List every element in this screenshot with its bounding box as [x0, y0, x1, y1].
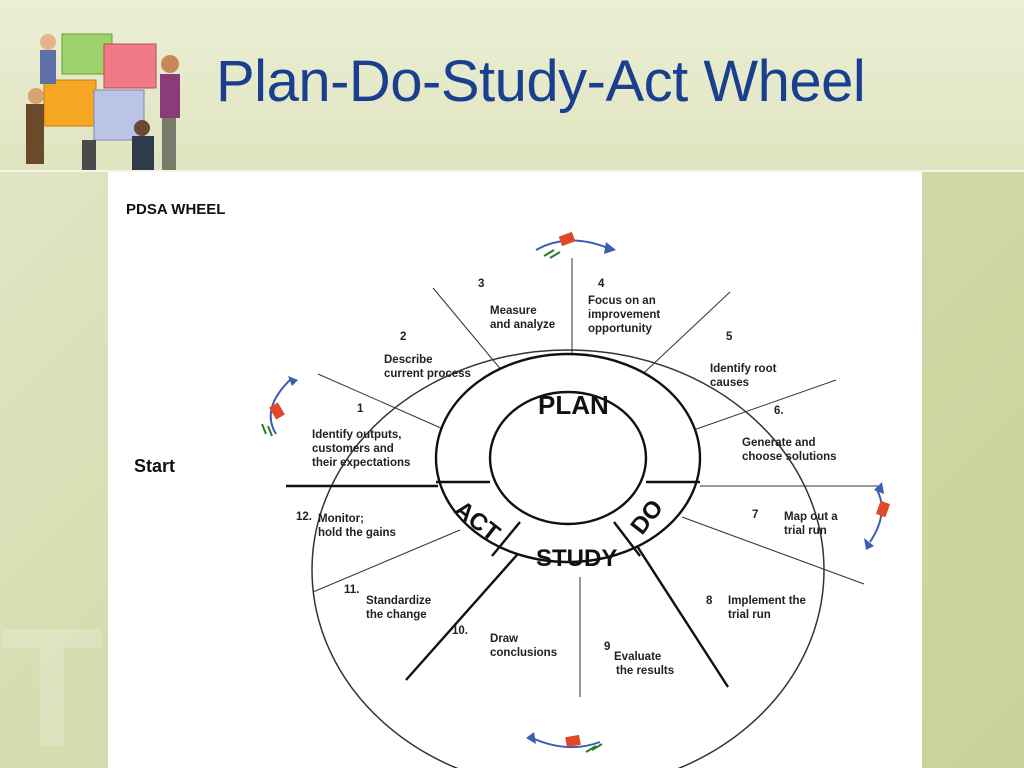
svg-text:choose solutions: choose solutions [742, 451, 837, 463]
pdsa-diagram-panel: PDSA WHEEL Start [108, 172, 922, 768]
step-4: 4 Focus on an improvement opportunity [588, 278, 660, 335]
svg-text:8: 8 [706, 595, 713, 607]
svg-text:and analyze: and analyze [490, 319, 555, 331]
step-9: 9 Evaluate the results [604, 641, 674, 677]
step-7: 7 Map out a trial run [752, 509, 838, 537]
svg-text:Measure: Measure [490, 305, 537, 317]
phase-plan: PLAN [538, 390, 609, 420]
svg-text:customers and: customers and [312, 443, 394, 455]
svg-text:Monitor;: Monitor; [318, 513, 364, 525]
step-10: 10. Draw conclusions [452, 625, 557, 659]
svg-text:Focus on an: Focus on an [588, 295, 656, 307]
svg-text:10.: 10. [452, 625, 468, 637]
svg-text:3: 3 [478, 278, 484, 290]
svg-text:2: 2 [400, 331, 406, 343]
svg-text:causes: causes [710, 377, 749, 389]
svg-text:conclusions: conclusions [490, 647, 557, 659]
start-label: Start [134, 456, 175, 476]
title-bar: Plan-Do-Study-Act Wheel [0, 0, 1024, 172]
step-5: 5 Identify root causes [710, 331, 777, 389]
svg-text:Identify root: Identify root [710, 363, 777, 375]
svg-text:6.: 6. [774, 405, 784, 417]
step-3: 3 Measure and analyze [478, 278, 555, 331]
svg-text:Generate and: Generate and [742, 437, 816, 449]
phase-ring-inner [488, 390, 648, 526]
direction-arrow-right [864, 482, 891, 550]
svg-text:their expectations: their expectations [312, 457, 410, 469]
puzzle-team-clipart [26, 33, 180, 170]
svg-text:the results: the results [616, 665, 674, 677]
slide-title: Plan-Do-Study-Act Wheel [216, 49, 866, 114]
step-2: 2 Describe current process [384, 331, 471, 380]
step-11: 11. Standardize the change [344, 584, 431, 621]
svg-text:Evaluate: Evaluate [614, 651, 661, 663]
step-8: 8 Implement the trial run [706, 595, 806, 621]
svg-text:Implement the: Implement the [728, 595, 806, 607]
phase-dividers [286, 484, 730, 688]
svg-text:12.: 12. [296, 511, 312, 523]
direction-arrow-left [261, 376, 298, 437]
svg-text:9: 9 [604, 641, 610, 653]
svg-text:1: 1 [357, 403, 364, 415]
svg-text:current process: current process [384, 368, 471, 380]
svg-text:5: 5 [726, 331, 733, 343]
svg-text:7: 7 [752, 509, 758, 521]
svg-text:4: 4 [598, 278, 605, 290]
step-12: 12. Monitor; hold the gains [296, 511, 396, 539]
direction-arrow-top [535, 231, 616, 259]
svg-text:hold the gains: hold the gains [318, 527, 396, 539]
svg-text:11.: 11. [344, 584, 359, 596]
svg-text:Map out a: Map out a [784, 511, 838, 523]
phase-study: STUDY [536, 545, 617, 572]
svg-text:opportunity: opportunity [588, 323, 652, 335]
svg-text:Standardize: Standardize [366, 595, 431, 607]
svg-text:improvement: improvement [588, 309, 660, 321]
step-6: 6. Generate and choose solutions [742, 405, 837, 463]
diagram-heading: PDSA WHEEL [126, 201, 225, 218]
step-1: 1 Identify outputs, customers and their … [312, 403, 410, 469]
svg-text:trial run: trial run [784, 525, 827, 537]
svg-text:trial run: trial run [728, 609, 771, 621]
svg-text:Draw: Draw [490, 633, 518, 645]
pdsa-wheel-diagram: PDSA WHEEL Start [126, 201, 891, 768]
svg-text:the change: the change [366, 609, 427, 621]
svg-text:Identify outputs,: Identify outputs, [312, 429, 401, 441]
direction-arrow-bottom [526, 732, 603, 753]
svg-text:Describe: Describe [384, 354, 433, 366]
